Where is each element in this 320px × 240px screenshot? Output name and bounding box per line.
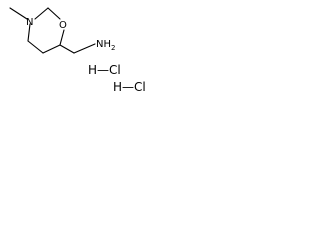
bond-c2-c1	[42, 44, 61, 54]
bond-c6-c5	[34, 7, 49, 20]
bond-n-c3	[27, 23, 31, 42]
bond-ch2-nh2	[73, 43, 96, 54]
nitrogen-ring-atom: N	[26, 17, 33, 28]
bond-c1-ch2	[59, 44, 75, 54]
amine-subscript: 2	[111, 44, 115, 52]
bond-methyl-n	[9, 7, 28, 20]
hcl-salt-1: H—Cl	[88, 63, 121, 77]
oxygen-ring-atom: O	[59, 20, 67, 31]
hcl-salt-2: H—Cl	[113, 80, 146, 94]
bond-c1-o	[59, 29, 65, 46]
bond-c3-c2	[27, 40, 44, 54]
bond-o-c6	[47, 7, 61, 20]
chemical-structure: N O NH2 H—Cl H—Cl	[9, 7, 146, 94]
amine-label: NH2	[96, 39, 115, 52]
